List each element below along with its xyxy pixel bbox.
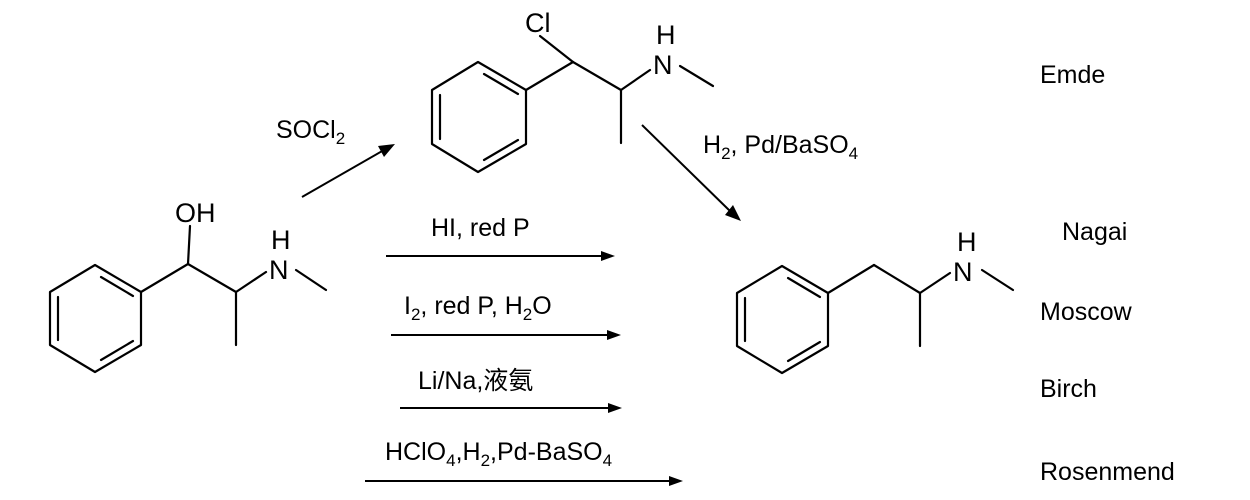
chloro-bond-n-methyl [678, 64, 715, 88]
chloro-bond-c1-cl [538, 34, 575, 64]
chloro-ring-double-2 [482, 138, 520, 162]
starting-h-label: H [271, 225, 291, 255]
method-name-emde: Emde [1040, 61, 1105, 89]
product-ring-double-2 [786, 340, 822, 363]
chloro-bond-c1-c2 [571, 60, 623, 92]
starting-n-label: N [269, 255, 289, 285]
starting-ring-double-1 [99, 275, 135, 298]
product-n-label: N [953, 257, 973, 287]
emde-step1-arrow-head [378, 144, 395, 157]
starting-bond-n-methyl [294, 268, 328, 292]
starting-bond-c2-n [234, 270, 268, 294]
emde-step2-arrow-shaft [641, 124, 732, 213]
moscow-arrow [391, 330, 621, 340]
method-name-moscow: Moscow [1040, 298, 1133, 326]
starting-ring-double-2 [99, 339, 135, 362]
product-bond-ring-ch2 [826, 263, 876, 295]
product-ring-double-1 [786, 276, 822, 299]
nagai-arrow [386, 251, 615, 261]
chloro-bond-c2-n [619, 68, 652, 92]
nagai-reagent: HI, red P [431, 214, 530, 242]
birch-arrow-head [608, 403, 622, 413]
chloro-n-label: N [653, 50, 673, 80]
method-name-birch: Birch [1040, 375, 1097, 403]
product: H N [735, 227, 1015, 375]
chloro-bond-ring-c1 [524, 60, 575, 92]
chloro-h-label: H [656, 20, 676, 50]
emde-step2-arrow-head [725, 205, 741, 221]
product-ring-outline [735, 264, 830, 375]
product-h-label: H [957, 227, 977, 257]
starting-ring-outline [48, 263, 143, 374]
nagai-arrow-head [601, 251, 615, 261]
emde-step2-arrow [641, 124, 741, 221]
chloro-ring-double-1 [482, 72, 520, 96]
starting-bond-ring-c1 [139, 262, 190, 294]
chloro-intermediate: Cl H N [430, 8, 715, 174]
moscow-arrow-head [607, 330, 621, 340]
method-name-rosenmund: Rosenmend [1040, 458, 1175, 486]
birch-arrow [400, 403, 622, 413]
birch-reagent: Li/Na,液氨 [418, 367, 533, 395]
starting-bond-c1-c2 [186, 262, 238, 294]
starting-material: OH H N [48, 198, 328, 374]
product-bond-ch-n [918, 271, 952, 295]
rosenmund-reagent: HClO4,H2,Pd-BaSO4 [385, 438, 612, 470]
chloro-cl-label: Cl [525, 8, 551, 38]
emde-step1-arrow [301, 144, 395, 198]
chloro-benzene-ring [430, 60, 528, 174]
product-benzene-ring [735, 264, 830, 375]
product-bond-ch2-ch [872, 263, 922, 295]
emde-step1-arrow-shaft [301, 149, 385, 198]
moscow-reagent: I2, red P, H2O [404, 292, 552, 324]
starting-bond-c1-oh [186, 224, 192, 266]
emde-step1-reagent: SOCl2 [276, 116, 345, 148]
emde-step2-reagent: H2, Pd/BaSO4 [703, 131, 858, 163]
starting-benzene-ring [48, 263, 143, 374]
chloro-ring-outline [430, 60, 528, 174]
method-name-nagai: Nagai [1062, 218, 1127, 246]
rosenmund-arrow [365, 476, 683, 486]
rosenmund-arrow-head [669, 476, 683, 486]
product-bond-n-methyl [980, 268, 1015, 292]
starting-oh-label: OH [175, 198, 216, 228]
